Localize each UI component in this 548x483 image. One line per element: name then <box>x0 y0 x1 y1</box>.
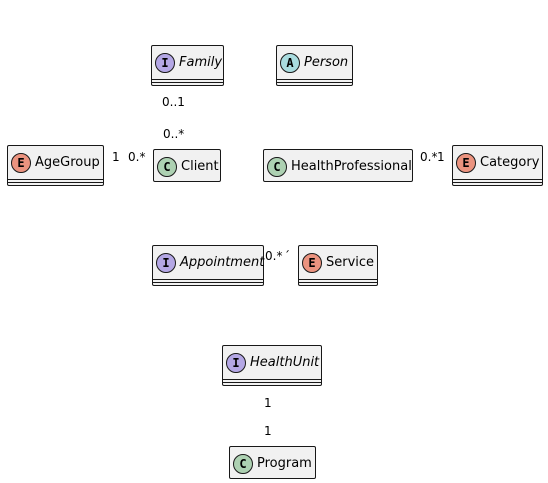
class-stereotype-icon: C <box>267 156 287 177</box>
class-stereotype-icon: C <box>157 156 177 177</box>
divider <box>8 179 103 180</box>
divider <box>277 79 352 80</box>
class-name: Person <box>304 55 349 70</box>
divider <box>153 279 263 280</box>
multiplicity-healthprofessional-right: 0.* <box>420 150 438 164</box>
class-name: Category <box>480 155 540 170</box>
divider <box>223 382 321 383</box>
class-name: Family <box>179 55 223 70</box>
enum-stereotype-icon: E <box>11 152 31 173</box>
class-person[interactable]: A Person <box>276 45 353 86</box>
class-appointment[interactable]: I Appointment <box>152 245 264 286</box>
class-service[interactable]: E Service <box>298 245 378 286</box>
class-stereotype-icon: C <box>233 453 253 474</box>
class-program[interactable]: C Program <box>229 446 316 479</box>
class-healthunit[interactable]: I HealthUnit <box>222 345 322 386</box>
class-name: Program <box>257 456 312 471</box>
interface-stereotype-icon: I <box>155 52 175 73</box>
divider <box>152 79 223 80</box>
interface-stereotype-icon: I <box>156 252 176 273</box>
class-name: HealthProfessional <box>291 159 412 174</box>
divider <box>153 282 263 283</box>
multiplicity-client-left: 0.* <box>128 150 146 164</box>
divider <box>8 182 103 183</box>
divider <box>277 82 352 83</box>
class-category[interactable]: E Category <box>452 145 543 186</box>
divider <box>223 379 321 380</box>
class-family[interactable]: I Family <box>151 45 224 86</box>
multiplicity-family-top: 0..1 <box>162 95 185 109</box>
class-name: AgeGroup <box>35 155 100 170</box>
class-name: Service <box>326 255 375 270</box>
multiplicity-category-left: 1 <box>437 150 445 164</box>
enum-stereotype-icon: E <box>302 252 322 273</box>
divider <box>453 182 542 183</box>
class-name: HealthUnit <box>250 355 320 370</box>
class-name: Appointment <box>180 255 265 270</box>
divider <box>299 279 377 280</box>
divider <box>453 179 542 180</box>
multiplicity-program-top: 1 <box>264 424 272 438</box>
divider <box>152 82 223 83</box>
multiplicity-appointment-right: 0.* <box>265 249 283 263</box>
class-agegroup[interactable]: E AgeGroup <box>7 145 104 186</box>
multiplicity-appointment-mark: ´ <box>284 249 290 263</box>
class-healthprofessional[interactable]: C HealthProfessional <box>263 149 413 182</box>
enum-stereotype-icon: E <box>456 152 476 173</box>
abstract-stereotype-icon: A <box>280 52 300 73</box>
multiplicity-agegroup: 1 <box>112 150 120 164</box>
multiplicity-client-top: 0..* <box>163 127 185 141</box>
class-name: Client <box>181 159 219 174</box>
divider <box>299 282 377 283</box>
multiplicity-healthunit-bottom: 1 <box>264 396 272 410</box>
class-client[interactable]: C Client <box>153 149 221 182</box>
interface-stereotype-icon: I <box>226 352 246 373</box>
